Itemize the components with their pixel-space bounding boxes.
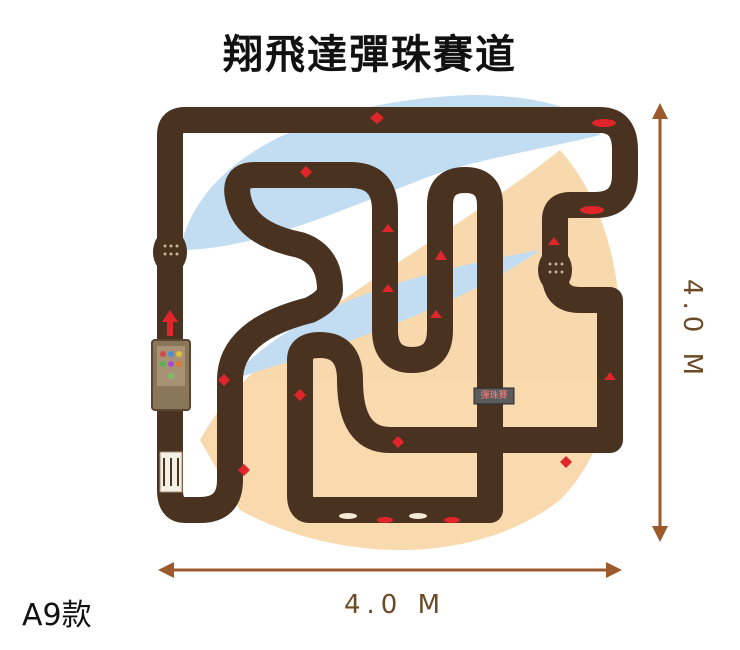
marker: [560, 456, 572, 468]
marker: [218, 374, 230, 386]
marker: [382, 224, 394, 232]
start-sign-label: 彈珠賽: [480, 391, 508, 401]
direction-arrow-icon: [162, 310, 178, 336]
marker: [548, 237, 560, 245]
marker: [444, 517, 460, 523]
marker: [238, 464, 250, 476]
marker: [300, 166, 312, 178]
dimension-arrows: [158, 103, 668, 578]
marker: [604, 372, 616, 380]
marker: [430, 310, 442, 318]
marker: [580, 206, 604, 214]
track-pads: [339, 513, 427, 519]
model-label: A9款: [22, 598, 92, 633]
marker: [382, 284, 394, 292]
start-sign: [473, 387, 515, 405]
marker: [370, 112, 384, 124]
height-dimension-label: 4.0 M: [677, 278, 707, 382]
marker: [377, 517, 393, 523]
marker: [294, 389, 306, 401]
marker: [435, 250, 447, 260]
start-gate: [151, 339, 191, 411]
track-bumps: [153, 230, 572, 292]
width-dimension-label: 4.0 M: [343, 590, 447, 620]
finish-gate: [159, 451, 183, 493]
marker: [392, 436, 404, 448]
marker: [592, 119, 616, 127]
page-title: 翔飛達彈珠賽道: [223, 32, 517, 78]
track-markers: [218, 112, 616, 523]
